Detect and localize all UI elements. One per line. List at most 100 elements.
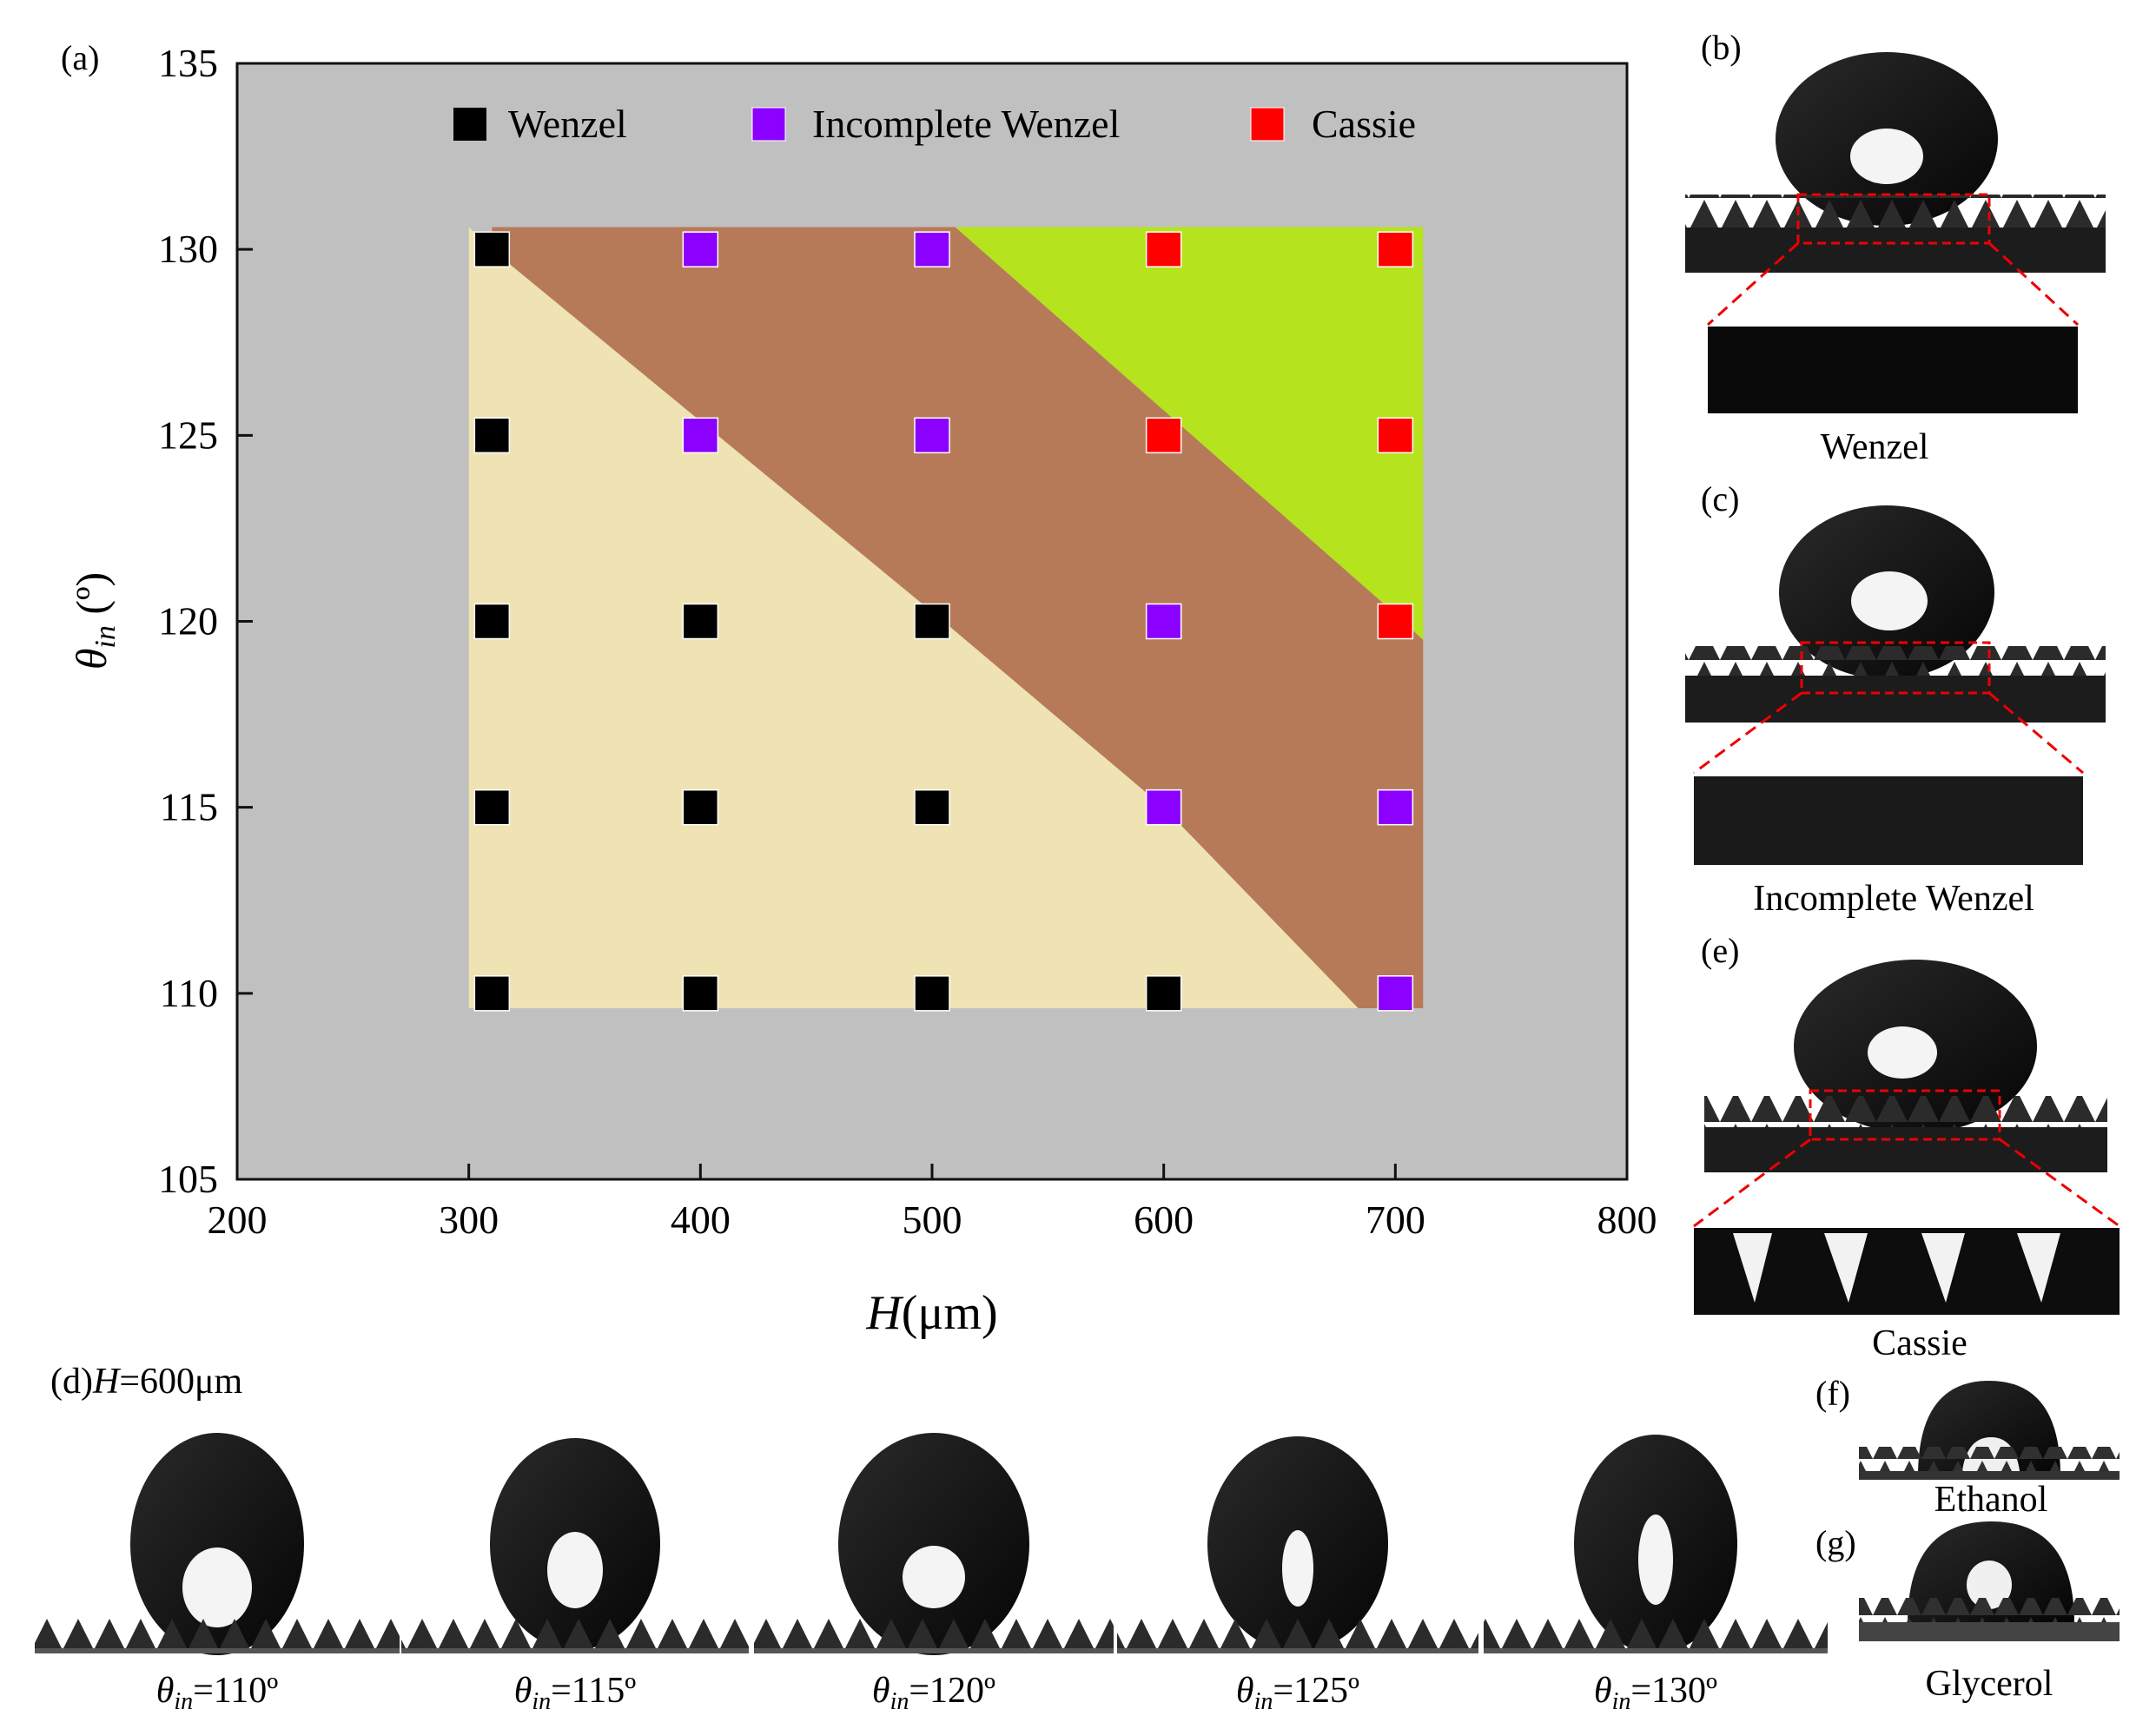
region-incomplete xyxy=(492,227,1424,1008)
panel-f: (f) Ethanol xyxy=(1815,1374,2120,1520)
droplet-frame: θin=110º xyxy=(35,1433,400,1715)
y-tick-label: 130 xyxy=(158,227,218,271)
droplet-highlight xyxy=(182,1548,252,1627)
point-cassie xyxy=(1145,231,1182,267)
zoom-line-right xyxy=(1988,691,2084,775)
panel-label-b: (b) xyxy=(1701,28,1742,67)
droplet-highlight xyxy=(1850,129,1923,184)
droplet-highlight xyxy=(1851,571,1928,630)
caption-sub: in xyxy=(890,1688,909,1715)
zoom-line-right xyxy=(1987,241,2080,327)
caption-var: θ xyxy=(1594,1671,1612,1711)
caption-sub: in xyxy=(174,1688,193,1715)
point-wenzel xyxy=(473,603,511,640)
caption-sub: in xyxy=(1254,1688,1273,1715)
x-tick-label: 800 xyxy=(1597,1198,1657,1242)
frame-caption: θin=130º xyxy=(1594,1671,1717,1715)
point-wenzel xyxy=(682,975,719,1012)
point-wenzel xyxy=(914,975,950,1012)
frame-caption: θin=120º xyxy=(872,1671,995,1715)
legend: Wenzel Incomplete Wenzel Cassie xyxy=(453,102,1416,146)
y-axis-label-unit: (º) xyxy=(67,572,116,625)
legend-label-incomplete-wenzel: Incomplete Wenzel xyxy=(812,102,1120,146)
region-cassie xyxy=(955,227,1424,640)
substrate-base xyxy=(401,1648,749,1653)
zoom-line-right xyxy=(1999,1138,2120,1228)
zoom-air-pockets xyxy=(1733,1233,2060,1303)
substrate-spikes xyxy=(401,1617,749,1652)
point-incomplete-wenzel xyxy=(1145,789,1182,826)
caption-sub: in xyxy=(532,1688,551,1715)
point-incomplete-wenzel xyxy=(1377,975,1414,1012)
caption-var: θ xyxy=(872,1671,890,1711)
droplet-frame: θin=130º xyxy=(1484,1435,1828,1715)
substrate-spikes xyxy=(1117,1617,1478,1652)
point-wenzel xyxy=(914,789,950,826)
substrate-base xyxy=(1484,1648,1828,1653)
panel-d-title: (d)H=600μm xyxy=(50,1362,243,1402)
point-wenzel xyxy=(473,231,511,267)
point-cassie xyxy=(1377,603,1414,640)
caption-ethanol: Ethanol xyxy=(1934,1480,2048,1520)
caption-value: =115º xyxy=(551,1671,636,1711)
point-wenzel xyxy=(1145,975,1182,1012)
frame-caption: θin=110º xyxy=(156,1671,279,1715)
substrate-spikes xyxy=(1859,1598,2120,1624)
droplet-highlight xyxy=(1282,1530,1313,1607)
point-incomplete-wenzel xyxy=(682,417,719,454)
y-tick-label: 115 xyxy=(160,785,218,829)
caption-sub: in xyxy=(1612,1688,1631,1715)
panel-c: (c) Incomplete Wenzel xyxy=(1685,479,2106,919)
point-incomplete-wenzel xyxy=(682,231,719,267)
caption-glycerol: Glycerol xyxy=(1926,1664,2053,1704)
zoom-box xyxy=(1796,193,1991,245)
caption-cassie: Cassie xyxy=(1872,1323,1968,1363)
caption-var: θ xyxy=(1236,1671,1254,1711)
y-tick-label: 120 xyxy=(158,599,218,643)
point-incomplete-wenzel xyxy=(1377,789,1414,826)
y-tick-label: 125 xyxy=(158,412,218,457)
y-axis-label-var: θ xyxy=(67,649,116,670)
point-incomplete-wenzel xyxy=(914,417,950,454)
panel-label-a: (a) xyxy=(61,38,99,77)
substrate-base xyxy=(1685,228,2106,273)
panel-g: (g) Glycerol xyxy=(1815,1521,2120,1704)
x-tick-label: 300 xyxy=(439,1198,499,1242)
point-wenzel xyxy=(682,603,719,640)
y-tick-label: 135 xyxy=(158,41,218,85)
caption-value: =130º xyxy=(1630,1671,1717,1711)
point-cassie xyxy=(1377,417,1414,454)
frame-caption: θin=125º xyxy=(1236,1671,1359,1715)
droplet-highlight xyxy=(1868,1026,1937,1079)
substrate-spikes xyxy=(35,1617,400,1652)
droplet-highlight xyxy=(547,1532,603,1608)
droplet-frame: θin=125º xyxy=(1117,1436,1478,1715)
substrate-base xyxy=(1859,1471,2120,1480)
point-incomplete-wenzel xyxy=(914,231,950,267)
substrate-spikes xyxy=(1704,1096,2107,1129)
substrate-base xyxy=(1859,1622,2120,1641)
caption-value: =110º xyxy=(193,1671,278,1711)
point-cassie xyxy=(1377,231,1414,267)
point-wenzel xyxy=(473,789,511,826)
substrate-base xyxy=(1685,676,2106,723)
droplet-highlight xyxy=(1638,1515,1673,1605)
substrate-spikes xyxy=(754,1617,1114,1652)
point-wenzel xyxy=(682,789,719,826)
y-tick-label: 105 xyxy=(158,1157,218,1201)
legend-label-wenzel: Wenzel xyxy=(508,102,627,146)
zoom-line-left xyxy=(1706,241,1800,327)
substrate-base xyxy=(1117,1648,1478,1653)
legend-swatch-cassie xyxy=(1250,107,1285,142)
zoom-image xyxy=(1708,327,2078,413)
point-cassie xyxy=(1145,417,1182,454)
droplet xyxy=(130,1433,304,1655)
legend-swatch-wenzel xyxy=(453,108,486,141)
caption-var: θ xyxy=(514,1671,532,1711)
point-wenzel xyxy=(914,603,950,640)
droplet-gap xyxy=(1967,1561,2012,1609)
caption-value: =125º xyxy=(1273,1671,1359,1711)
droplet xyxy=(838,1433,1029,1655)
